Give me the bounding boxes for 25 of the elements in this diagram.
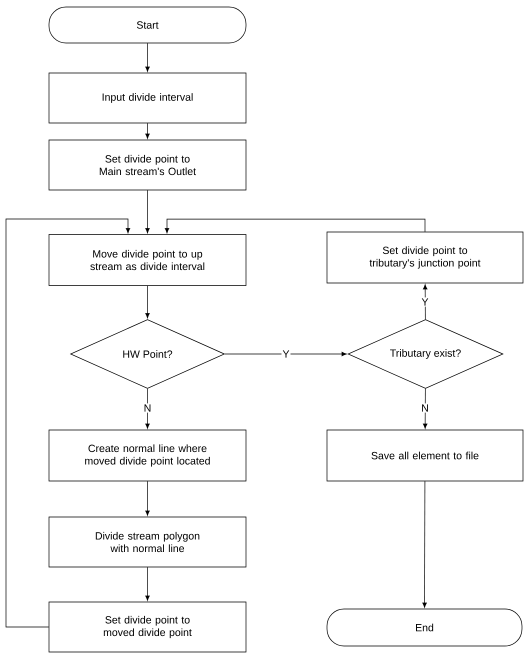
arrow	[145, 567, 150, 601]
arrow	[164, 218, 426, 234]
arrow	[422, 284, 428, 320]
process-box: Set divide point to moved divide point	[48, 602, 246, 652]
arrow	[422, 388, 428, 429]
arrow	[145, 123, 150, 139]
arrow	[6, 218, 130, 628]
arrow	[145, 286, 150, 318]
process-box: Set divide point to tributary's junction point	[326, 232, 524, 284]
arrow	[145, 388, 150, 429]
process-box: Divide stream polygon with normal line	[48, 516, 246, 568]
edge-label: N	[420, 403, 430, 413]
process-box: Create normal line where moved divide point located	[48, 430, 246, 482]
edge-label: Y	[282, 349, 290, 359]
process-box: Set divide point to Main stream's Outlet	[48, 140, 246, 190]
arrow	[224, 352, 347, 356]
arrow	[422, 481, 427, 608]
process-box: Move divide point to up stream as divide interval	[48, 234, 246, 286]
arrow	[145, 43, 150, 72]
process-box: Input divide interval	[48, 72, 246, 124]
edge-label: Y	[420, 297, 430, 307]
edge-label: N	[142, 403, 152, 413]
process-box: Save all element to file	[326, 430, 524, 482]
arrow	[145, 481, 150, 516]
arrow	[145, 190, 150, 234]
